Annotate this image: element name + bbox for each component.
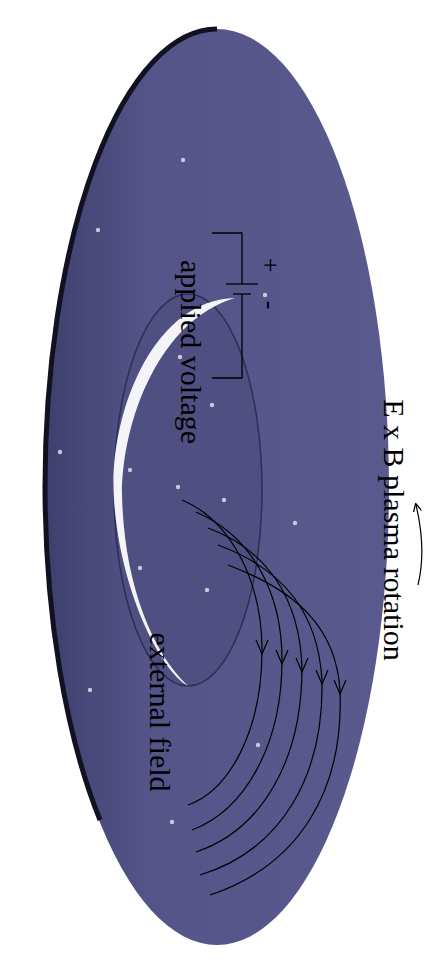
annotation-label: E x B plasma rotation: [379, 399, 409, 661]
particle-dots: [58, 158, 297, 824]
ring-highlight: [113, 298, 235, 686]
battery-wires: [212, 233, 258, 378]
field-arrowheads: [256, 640, 346, 694]
rotation-arrow: [416, 505, 422, 585]
polarity-sign: -: [257, 301, 283, 310]
field-lines: [182, 500, 340, 895]
polarity-sign: +: [257, 258, 283, 273]
annotation-label: external field: [145, 632, 175, 791]
disk: [45, 29, 389, 945]
annotation-label: applied voltage: [176, 260, 206, 444]
